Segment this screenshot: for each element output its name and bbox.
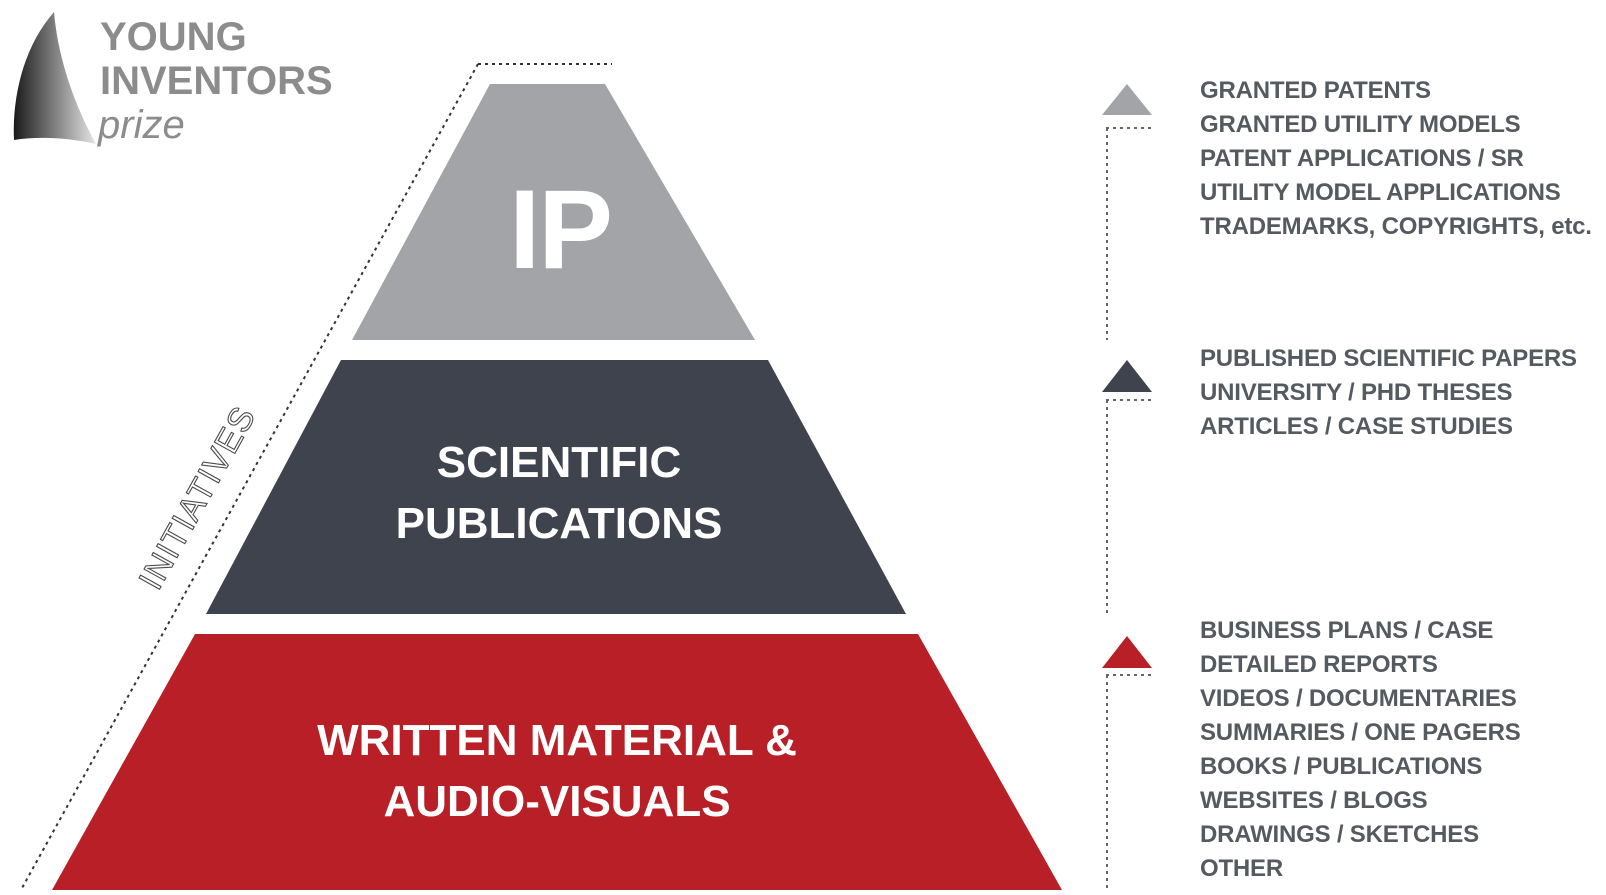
legend-item: VIDEOS / DOCUMENTARIES [1200, 685, 1517, 712]
tier-written-shape [52, 634, 1062, 890]
legend-item: DETAILED REPORTS [1200, 651, 1438, 678]
tier-ip-shape [352, 84, 755, 340]
legend-item: BUSINESS PLANS / CASE [1200, 617, 1494, 644]
legend-item: PUBLISHED SCIENTIFIC PAPERS [1200, 345, 1577, 372]
triangle-written-icon [1102, 636, 1152, 668]
legend-marker-scientific [1102, 360, 1152, 614]
tier-written-label-line2: AUDIO-VISUALS [383, 777, 730, 826]
legend-item: UNIVERSITY / PHD THESES [1200, 379, 1513, 406]
legend-item: BOOKS / PUBLICATIONS [1200, 753, 1483, 780]
sail-logo-icon [13, 12, 96, 144]
tier-scientific-shape [206, 360, 906, 614]
logo-line-prize: prize [97, 103, 185, 147]
bracket-diagonal-line [21, 63, 479, 889]
legend-list-scientific: PUBLISHED SCIENTIFIC PAPERS UNIVERSITY /… [1200, 342, 1577, 444]
legend-list-ip: GRANTED PATENTS GRANTED UTILITY MODELS P… [1200, 74, 1592, 244]
tier-written-label-line1: WRITTEN MATERIAL & [317, 716, 797, 765]
legend-marker-ip [1102, 84, 1152, 340]
triangle-ip-icon [1102, 84, 1152, 115]
legend-item: WEBSITES / BLOGS [1200, 787, 1428, 814]
tier-scientific-label-line1: SCIENTIFIC [437, 438, 681, 487]
legend-item: GRANTED PATENTS [1200, 77, 1431, 104]
legend-item: GRANTED UTILITY MODELS [1200, 111, 1521, 138]
legend-item: UTILITY MODEL APPLICATIONS [1200, 179, 1561, 206]
legend-marker-written [1102, 636, 1152, 890]
tier-scientific-label-line2: PUBLICATIONS [396, 499, 723, 548]
logo: YOUNG INVENTORS prize [13, 12, 333, 147]
triangle-scientific-icon [1102, 360, 1152, 392]
legend-item: PATENT APPLICATIONS / SR [1200, 145, 1524, 172]
legend-item: ARTICLES / CASE STUDIES [1200, 413, 1513, 440]
legend-item: DRAWINGS / SKETCHES [1200, 821, 1479, 848]
legend-item: SUMMARIES / ONE PAGERS [1200, 719, 1521, 746]
pyramid-tier-ip: IP [352, 84, 755, 340]
pyramid-tier-written: WRITTEN MATERIAL & AUDIO-VISUALS [52, 634, 1062, 890]
pyramid-tier-scientific: SCIENTIFIC PUBLICATIONS [206, 360, 906, 614]
legend-item: TRADEMARKS, COPYRIGHTS, etc. [1200, 213, 1592, 240]
legend-list-written: BUSINESS PLANS / CASE DETAILED REPORTS V… [1200, 614, 1521, 886]
legend-item: OTHER [1200, 855, 1284, 882]
logo-line-inventors: INVENTORS [100, 59, 333, 103]
tier-ip-label: IP [509, 167, 611, 292]
logo-line-young: YOUNG [100, 15, 247, 59]
